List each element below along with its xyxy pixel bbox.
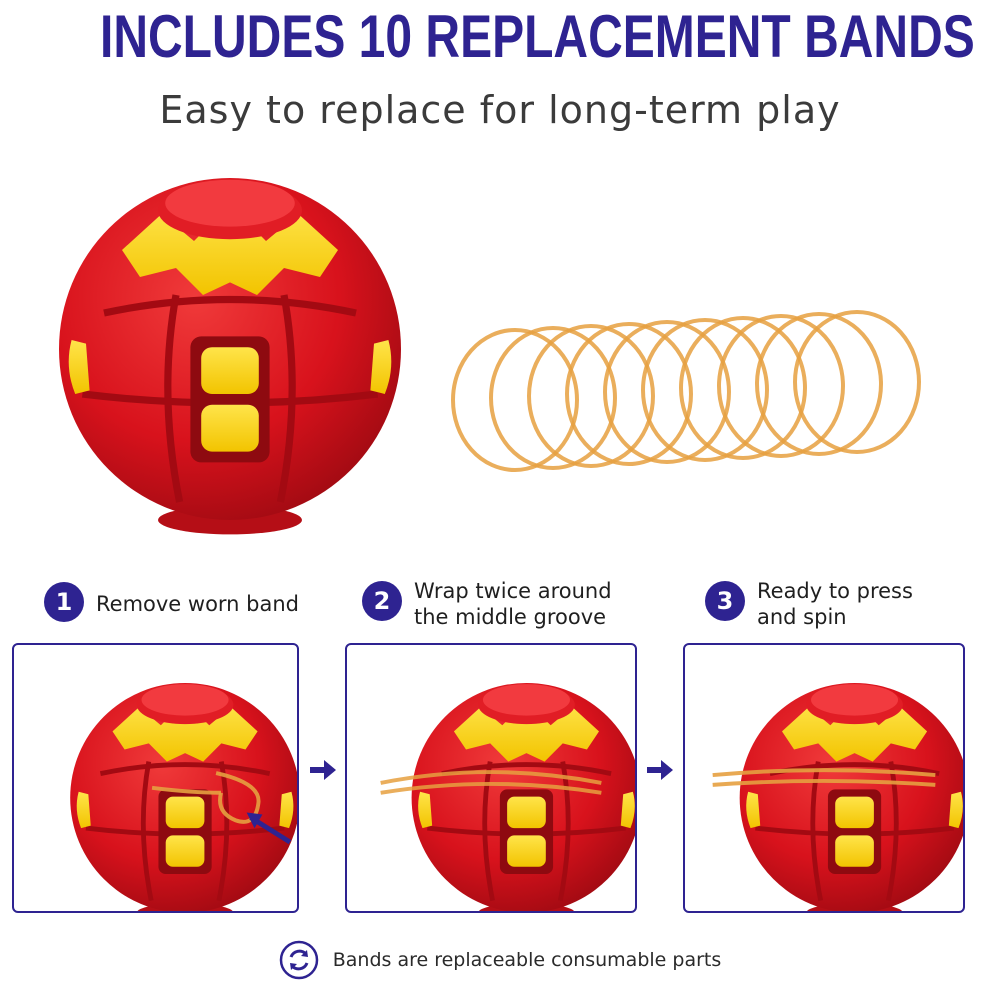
recycle-icon: [279, 940, 318, 980]
rubber-band: [793, 310, 921, 454]
rubber-band: [641, 318, 769, 462]
step-3: 3 Ready to press and spin: [705, 578, 913, 630]
step-2-panel: [345, 643, 637, 913]
arrow-right-icon: [310, 760, 336, 780]
step-2-ball-image: [380, 645, 602, 911]
step-1-ball-image: [14, 645, 292, 911]
step-2: 2 Wrap twice around the middle groove: [362, 578, 612, 630]
step-1: 1 Remove worn band: [44, 582, 299, 622]
rubber-band: [565, 322, 693, 466]
replacement-bands-image: [445, 300, 965, 500]
step-1-text: Remove worn band: [96, 592, 300, 616]
step-2-text: Wrap twice around the middle groove: [414, 579, 612, 629]
footer-note: Bands are replaceable consumable parts: [0, 940, 1000, 980]
hero-ball-image: [50, 140, 410, 540]
arrow-right-icon-2: [647, 760, 673, 780]
rubber-band: [603, 320, 731, 464]
headline: INCLUDES 10 REPLACEMENT BANDS: [100, 3, 975, 70]
rubber-band: [755, 312, 883, 456]
step-1-panel: [12, 643, 299, 913]
step-3-text: Ready to press and spin: [757, 579, 913, 629]
footer-text: Bands are replaceable consumable parts: [332, 949, 722, 971]
rubber-band: [489, 326, 617, 470]
rubber-band: [451, 328, 579, 472]
rubber-band: [679, 316, 807, 460]
step-1-number: 1: [44, 582, 84, 622]
subheadline: Easy to replace for long-term play: [159, 88, 841, 132]
step-3-panel: [683, 643, 965, 913]
step-3-ball-image: [712, 645, 936, 911]
rubber-band: [527, 324, 655, 468]
rubber-band: [717, 314, 845, 458]
step-2-number: 2: [362, 581, 402, 621]
step-3-number: 3: [705, 581, 745, 621]
